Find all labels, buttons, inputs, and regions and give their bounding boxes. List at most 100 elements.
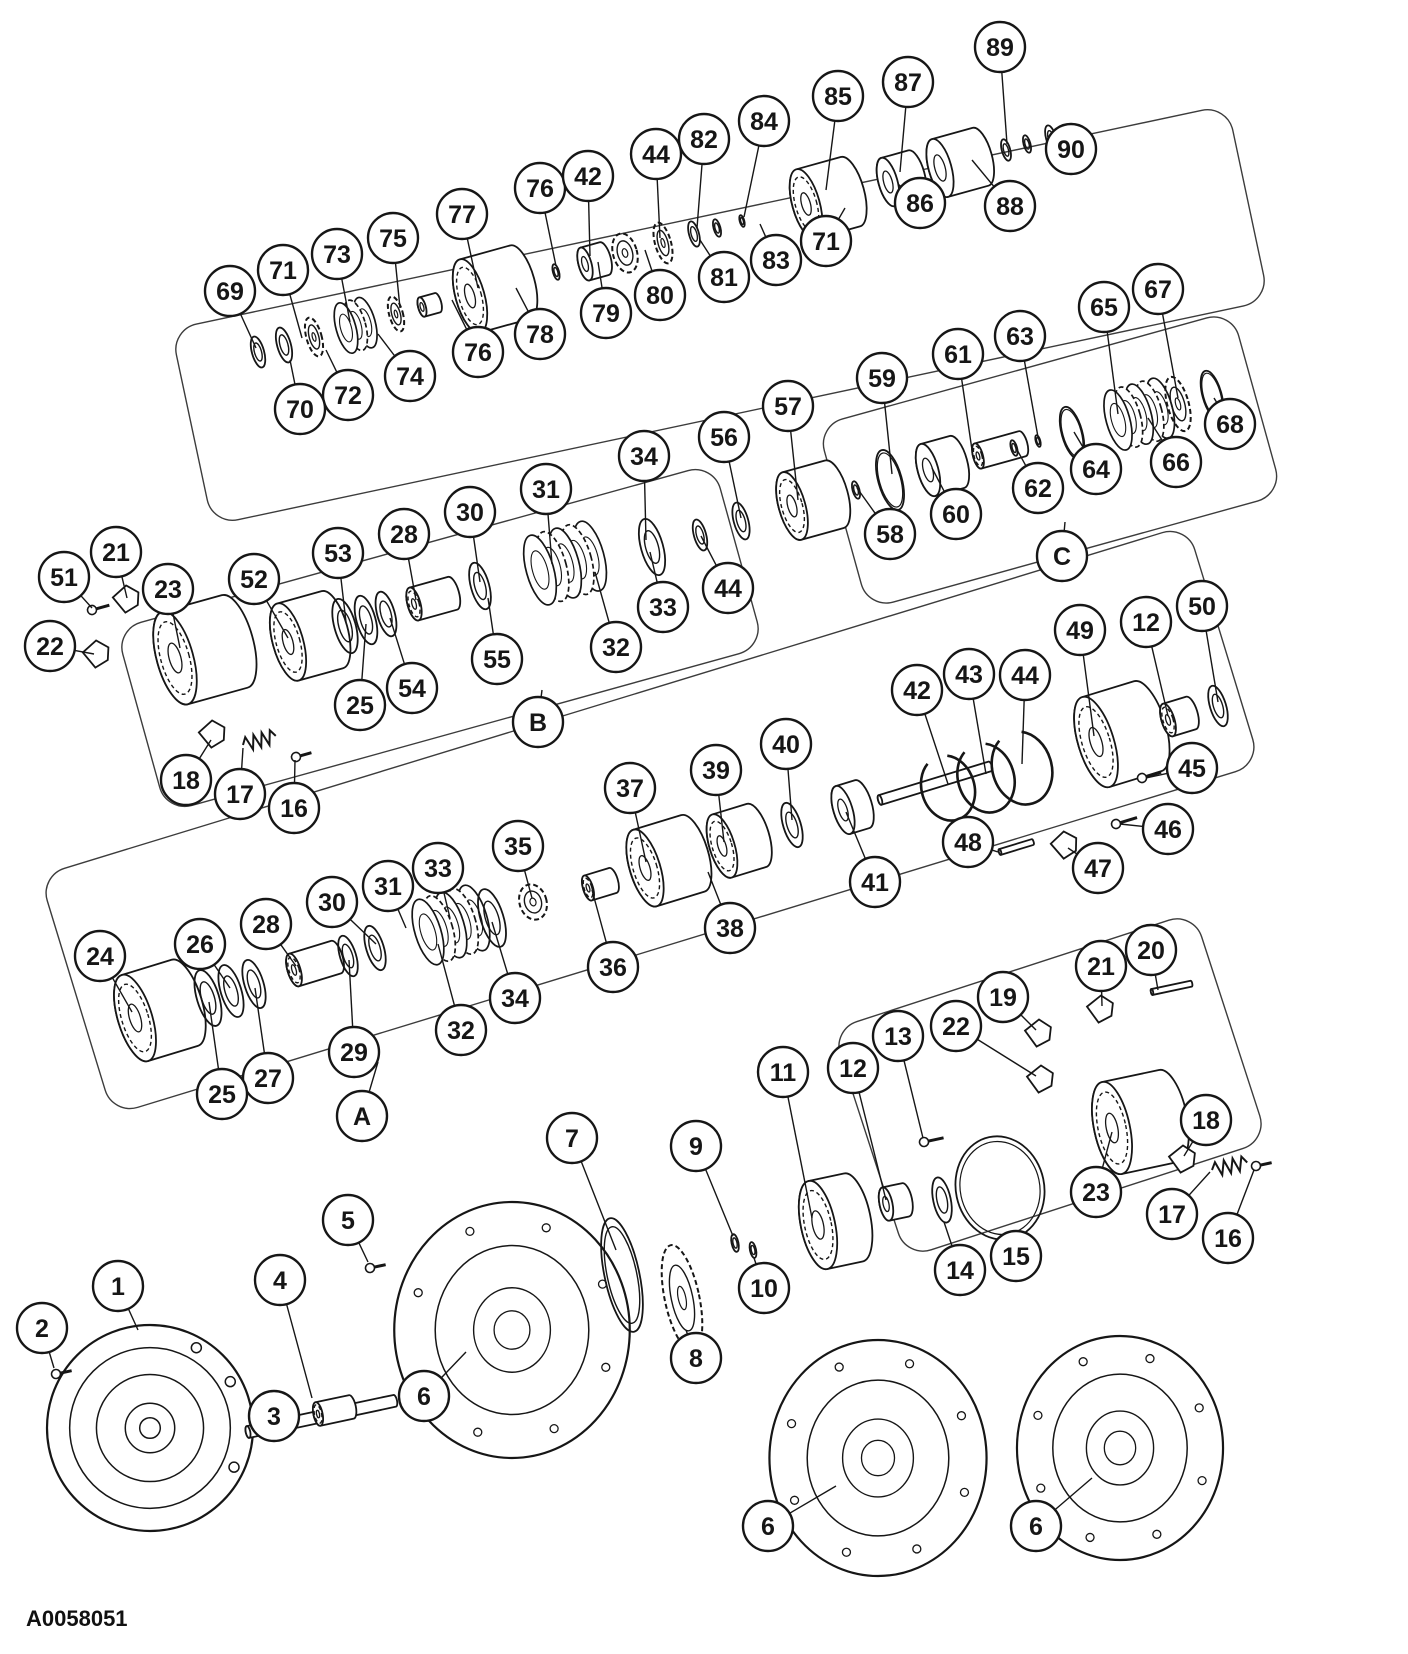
callout-label: 63 bbox=[1006, 323, 1034, 351]
callout-label: 56 bbox=[710, 424, 738, 452]
callout-19: 19 bbox=[976, 970, 1030, 1024]
part-shape bbox=[416, 296, 428, 318]
part-shape bbox=[581, 874, 595, 902]
callout-leader-line bbox=[1183, 1140, 1194, 1157]
callout-74: 74 bbox=[383, 349, 437, 403]
part-shape bbox=[1174, 397, 1182, 411]
callout-label: 69 bbox=[216, 278, 244, 306]
callout-leader-line bbox=[213, 964, 231, 989]
callout-41: 41 bbox=[848, 855, 902, 909]
callout-31: 31 bbox=[519, 462, 573, 516]
callout-circle bbox=[998, 648, 1052, 702]
part-cyl bbox=[997, 838, 1035, 856]
part-shape bbox=[455, 266, 485, 326]
callout-44: 44 bbox=[629, 127, 683, 181]
callout-27: 27 bbox=[241, 1051, 295, 1105]
callout-circle bbox=[37, 550, 91, 604]
part-shape bbox=[331, 597, 359, 655]
part-shape bbox=[530, 550, 550, 590]
part-housing bbox=[393, 1200, 631, 1460]
part-shape bbox=[709, 820, 735, 872]
part-shape bbox=[374, 590, 398, 638]
callout-83: 83 bbox=[749, 233, 803, 287]
callout-label: 70 bbox=[286, 396, 314, 424]
callout-label: 40 bbox=[772, 731, 800, 759]
callout-leader-line bbox=[1101, 1131, 1113, 1169]
callout-leader-line bbox=[699, 239, 711, 257]
callout-65: 65 bbox=[1077, 280, 1131, 334]
callout-circle bbox=[737, 94, 791, 148]
callout-23: 23 bbox=[1069, 1165, 1123, 1219]
part-gear bbox=[1164, 375, 1192, 433]
part-shape bbox=[802, 1189, 834, 1261]
callout-leader-line bbox=[825, 120, 836, 191]
callout-circle bbox=[1145, 1187, 1199, 1241]
callout-leader-line bbox=[80, 595, 93, 609]
callout-78: 78 bbox=[513, 307, 567, 361]
part-shape bbox=[1211, 693, 1225, 719]
callout-6: 6 bbox=[741, 1499, 795, 1553]
callout-label: 77 bbox=[448, 201, 476, 229]
callout-49: 49 bbox=[1053, 603, 1107, 657]
callout-leader-line bbox=[594, 571, 610, 624]
part-bolt bbox=[290, 751, 312, 763]
callout-leader-line bbox=[789, 430, 799, 501]
part-shape bbox=[472, 1287, 552, 1373]
callout-circle bbox=[677, 112, 731, 166]
part-shape bbox=[582, 877, 594, 899]
part-ring bbox=[217, 964, 245, 1018]
callout-circle bbox=[1124, 923, 1178, 977]
callout-leader-line bbox=[591, 889, 608, 944]
part-shape bbox=[914, 442, 942, 498]
part-shape bbox=[299, 751, 312, 758]
callout-circle bbox=[488, 971, 542, 1025]
part-shape bbox=[637, 517, 667, 577]
callout-label: 64 bbox=[1082, 456, 1110, 484]
part-shape bbox=[1022, 134, 1032, 154]
callout-circle bbox=[855, 351, 909, 405]
part-bolt bbox=[1110, 816, 1138, 830]
callout-circle bbox=[305, 875, 359, 929]
callout-circle bbox=[141, 562, 195, 616]
callout-6: 6 bbox=[397, 1369, 451, 1423]
part-shape bbox=[493, 1310, 531, 1350]
part-shape bbox=[918, 1136, 930, 1148]
callout-leader-line bbox=[858, 1092, 887, 1201]
part-conv bbox=[45, 1323, 255, 1533]
callout-61: 61 bbox=[931, 327, 985, 381]
part-shape bbox=[925, 138, 955, 198]
part-shape bbox=[193, 969, 223, 1027]
callout-circle bbox=[931, 327, 985, 381]
callout-22: 22 bbox=[929, 999, 983, 1053]
callout-46: 46 bbox=[1141, 802, 1195, 856]
callout-5: 5 bbox=[321, 1193, 375, 1247]
callout-label: 30 bbox=[318, 889, 346, 917]
section-label-B: B bbox=[511, 695, 565, 749]
callout-label: 30 bbox=[456, 499, 484, 527]
part-shape bbox=[643, 530, 661, 564]
callout-70: 70 bbox=[273, 382, 327, 436]
callout-label: 23 bbox=[154, 576, 182, 604]
callout-21: 21 bbox=[89, 525, 143, 579]
part-shape bbox=[971, 442, 985, 470]
callout-4: 4 bbox=[253, 1253, 307, 1307]
section-label-C: C bbox=[1035, 529, 1089, 583]
callout-circle bbox=[397, 1369, 451, 1423]
callout-circle bbox=[603, 761, 657, 815]
callout-label: 21 bbox=[102, 539, 130, 567]
section-label-label: C bbox=[1053, 543, 1071, 571]
callout-34: 34 bbox=[617, 429, 671, 483]
part-cyl bbox=[705, 802, 773, 879]
callout-leader-line bbox=[1188, 1171, 1211, 1196]
callout-circle bbox=[173, 917, 227, 971]
callout-circle bbox=[513, 307, 567, 361]
callout-leader-line bbox=[285, 1303, 313, 1399]
callout-circle bbox=[701, 561, 755, 615]
callout-circle bbox=[213, 767, 267, 821]
callout-label: 43 bbox=[955, 661, 983, 689]
callout-leader-line bbox=[1119, 823, 1144, 828]
callout-50: 50 bbox=[1175, 579, 1229, 633]
callout-39: 39 bbox=[689, 743, 743, 797]
part-shape bbox=[712, 218, 722, 238]
callout-leader-line bbox=[1001, 71, 1008, 145]
